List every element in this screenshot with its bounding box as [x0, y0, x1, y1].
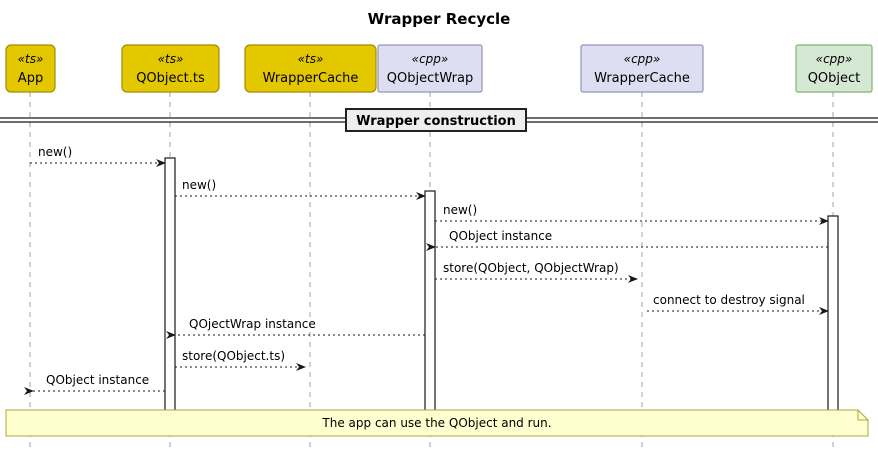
footer-note: The app can use the QObject and run. — [5, 409, 869, 437]
message-label: store(QObject.ts) — [182, 349, 285, 363]
participant-box — [5, 44, 56, 93]
message-m3[interactable]: new() — [435, 203, 829, 225]
message-m4[interactable]: QObject instance — [426, 229, 828, 251]
participant-qobjectts[interactable]: «ts» QObject.ts — [121, 44, 220, 93]
participants-group: «ts»App«ts»QObject.ts«ts»WrapperCache«cp… — [5, 44, 873, 93]
participant-app[interactable]: «ts» App — [5, 44, 56, 93]
message-label: connect to destroy signal — [653, 293, 805, 307]
participant-stereotype: «cpp» — [624, 52, 661, 66]
message-label: new() — [443, 203, 477, 217]
participant-qobject[interactable]: «cpp» QObject — [795, 44, 873, 93]
message-label: QObject instance — [46, 373, 149, 387]
act-qobjectts — [164, 157, 176, 413]
participant-name: App — [18, 71, 43, 86]
participant-stereotype: «ts» — [298, 52, 324, 66]
messages-group: new() new() new() QObject instance store(QOb… — [24, 145, 829, 395]
message-label: QObject instance — [449, 229, 552, 243]
participant-name: WrapperCache — [594, 71, 690, 86]
message-m6[interactable]: connect to destroy signal — [647, 293, 829, 315]
message-label: new() — [38, 145, 72, 159]
note-fold-corner-icon — [857, 410, 868, 421]
act-qobjwrap — [424, 190, 436, 413]
participant-wcache_cpp[interactable]: «cpp» WrapperCache — [580, 44, 704, 93]
message-m2[interactable]: new() — [175, 178, 426, 200]
diagram-title: Wrapper Recycle — [368, 10, 511, 28]
message-label: new() — [182, 178, 216, 192]
note-body — [5, 409, 869, 437]
divider-box — [345, 108, 527, 132]
participant-stereotype: «ts» — [158, 52, 184, 66]
divider-wrapper-construction: Wrapper construction — [0, 108, 878, 132]
act-qobject — [827, 215, 839, 413]
message-m8[interactable]: store(QObject.ts) — [175, 349, 306, 371]
message-m7[interactable]: QOjectWrap instance — [166, 317, 425, 339]
message-label: QOjectWrap instance — [189, 317, 316, 331]
participant-box — [121, 44, 220, 93]
participant-name: QObject — [808, 71, 861, 86]
participant-name: QObjectWrap — [387, 71, 473, 86]
participant-wcache_ts[interactable]: «ts» WrapperCache — [244, 44, 377, 93]
participant-box — [795, 44, 873, 93]
participant-box — [580, 44, 704, 93]
participant-qobjwrap[interactable]: «cpp» QObjectWrap — [377, 44, 483, 93]
participant-box — [244, 44, 377, 93]
participant-stereotype: «cpp» — [412, 52, 449, 66]
participant-box — [377, 44, 483, 93]
participant-name: QObject.ts — [136, 71, 205, 86]
message-label: store(QObject, QObjectWrap) — [443, 261, 619, 275]
divider-label: Wrapper construction — [356, 114, 516, 129]
note-text: The app can use the QObject and run. — [321, 416, 551, 430]
participant-name: WrapperCache — [263, 71, 359, 86]
participant-stereotype: «ts» — [18, 52, 44, 66]
participant-stereotype: «cpp» — [816, 52, 853, 66]
message-m9[interactable]: QObject instance — [24, 373, 165, 395]
message-m5[interactable]: store(QObject, QObjectWrap) — [435, 261, 638, 283]
message-m1[interactable]: new() — [30, 145, 166, 167]
